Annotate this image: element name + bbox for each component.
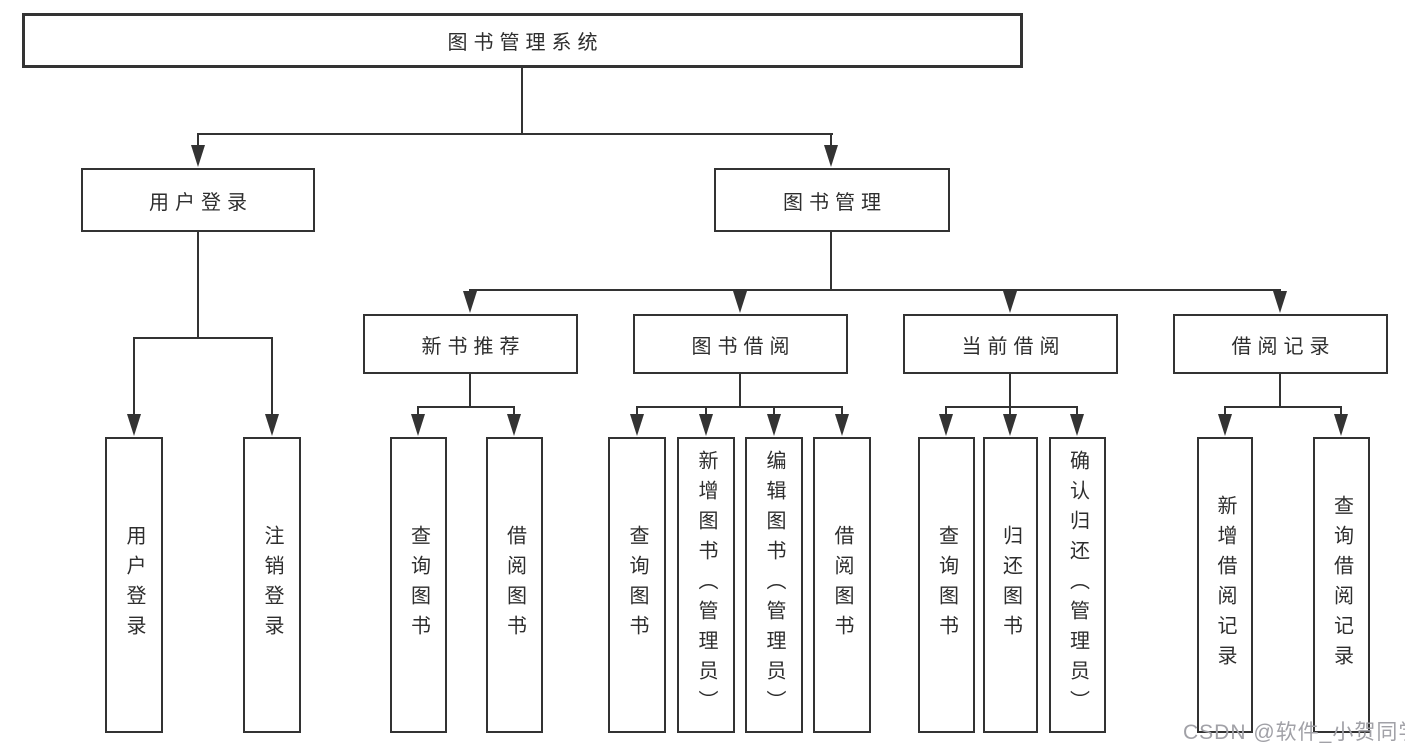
leaf-bb-edit-books-admin: 编辑图书（管理员） [745, 437, 803, 733]
leaf-user-login-label: 用户登录 [123, 525, 145, 645]
arrow-down-icon [127, 414, 141, 436]
connector-stem [773, 406, 775, 416]
leaf-nb-borrow-books: 借阅图书 [486, 437, 543, 733]
arrow-down-icon [1003, 414, 1017, 436]
arrow-down-icon [1218, 414, 1232, 436]
arrow-down-icon [507, 414, 521, 436]
connector-level2-bar [197, 133, 833, 135]
node-new-book-recommend-label: 新书推荐 [421, 335, 526, 358]
leaf-bb-query-books-label: 查询图书 [626, 525, 648, 645]
arrow-down-icon [1273, 291, 1287, 313]
leaf-logout: 注销登录 [243, 437, 301, 733]
connector-borrow-records-drop [1279, 374, 1281, 406]
node-user-login: 用户登录 [81, 168, 315, 232]
connector-level3-bar [469, 289, 1281, 291]
arrow-down-icon [265, 414, 279, 436]
connector-stem [197, 133, 199, 147]
arrow-down-icon [835, 414, 849, 436]
arrow-down-icon [463, 291, 477, 313]
connector-current-borrow-bar [945, 406, 1078, 408]
connector-new-book-drop [469, 374, 471, 406]
connector-stem [513, 406, 515, 416]
arrow-down-icon [411, 414, 425, 436]
leaf-cb-confirm-return-admin-label: 确认归还（管理员） [1066, 450, 1089, 720]
arrow-down-icon [1070, 414, 1084, 436]
node-root-label: 图书管理系统 [447, 32, 604, 54]
leaf-rec-add-record-label: 新增借阅记录 [1214, 495, 1236, 675]
leaf-cb-query-books: 查询图书 [918, 437, 975, 733]
arrow-down-icon [699, 414, 713, 436]
node-current-borrow: 当前借阅 [903, 314, 1118, 374]
leaf-cb-query-books-label: 查询图书 [935, 525, 958, 645]
connector-stem [841, 406, 843, 416]
leaf-nb-query-books-label: 查询图书 [407, 525, 430, 645]
leaf-nb-borrow-books-label: 借阅图书 [503, 525, 526, 645]
node-borrow-records-label: 借阅记录 [1231, 335, 1336, 358]
leaf-cb-return-books: 归还图书 [983, 437, 1038, 733]
arrow-down-icon [630, 414, 644, 436]
leaf-rec-query-record: 查询借阅记录 [1313, 437, 1370, 733]
leaf-bb-borrow-books-label: 借阅图书 [831, 525, 853, 645]
arrow-down-icon [1334, 414, 1348, 436]
connector-root-drop [521, 68, 523, 133]
node-book-management-label: 图书管理 [783, 191, 887, 214]
connector-book-borrow-bar [636, 406, 843, 408]
connector-user-login-drop [197, 232, 199, 337]
connector-stem [271, 337, 273, 415]
connector-book-management-drop [830, 232, 832, 289]
connector-new-book-bar [417, 406, 515, 408]
connector-stem [636, 406, 638, 416]
leaf-rec-query-record-label: 查询借阅记录 [1330, 495, 1353, 675]
connector-current-borrow-drop [1009, 374, 1011, 406]
leaf-cb-confirm-return-admin: 确认归还（管理员） [1049, 437, 1106, 733]
leaf-bb-add-books-admin-label: 新增图书（管理员） [695, 450, 717, 720]
connector-stem [133, 337, 135, 415]
connector-stem [1009, 406, 1011, 416]
arrow-down-icon [1003, 291, 1017, 313]
csdn-watermark: CSDN @软件_小贺同学 [1183, 721, 1405, 744]
leaf-nb-query-books: 查询图书 [390, 437, 447, 733]
node-root-system: 图书管理系统 [22, 13, 1023, 68]
node-book-management: 图书管理 [714, 168, 950, 232]
node-new-book-recommend: 新书推荐 [363, 314, 578, 374]
connector-stem [830, 133, 832, 147]
connector-stem [1076, 406, 1078, 416]
leaf-bb-query-books: 查询图书 [608, 437, 666, 733]
node-book-borrow: 图书借阅 [633, 314, 848, 374]
leaf-cb-return-books-label: 归还图书 [999, 525, 1022, 645]
node-current-borrow-label: 当前借阅 [961, 335, 1066, 358]
connector-stem [945, 406, 947, 416]
leaf-rec-add-record: 新增借阅记录 [1197, 437, 1253, 733]
connector-stem [1340, 406, 1342, 416]
node-borrow-records: 借阅记录 [1173, 314, 1388, 374]
arrow-down-icon [733, 291, 747, 313]
leaf-bb-edit-books-admin-label: 编辑图书（管理员） [763, 450, 785, 720]
leaf-user-login: 用户登录 [105, 437, 163, 733]
leaf-logout-label: 注销登录 [261, 525, 283, 645]
connector-stem [1224, 406, 1226, 416]
leaf-bb-borrow-books: 借阅图书 [813, 437, 871, 733]
connector-book-borrow-drop [739, 374, 741, 406]
connector-stem [417, 406, 419, 416]
arrow-down-icon [939, 414, 953, 436]
node-book-borrow-label: 图书借阅 [691, 335, 796, 358]
connector-user-login-bar [133, 337, 273, 339]
arrow-down-icon [191, 145, 205, 167]
leaf-bb-add-books-admin: 新增图书（管理员） [677, 437, 735, 733]
arrow-down-icon [767, 414, 781, 436]
connector-borrow-records-bar [1224, 406, 1342, 408]
connector-stem [705, 406, 707, 416]
node-user-login-label: 用户登录 [149, 191, 253, 214]
arrow-down-icon [824, 145, 838, 167]
